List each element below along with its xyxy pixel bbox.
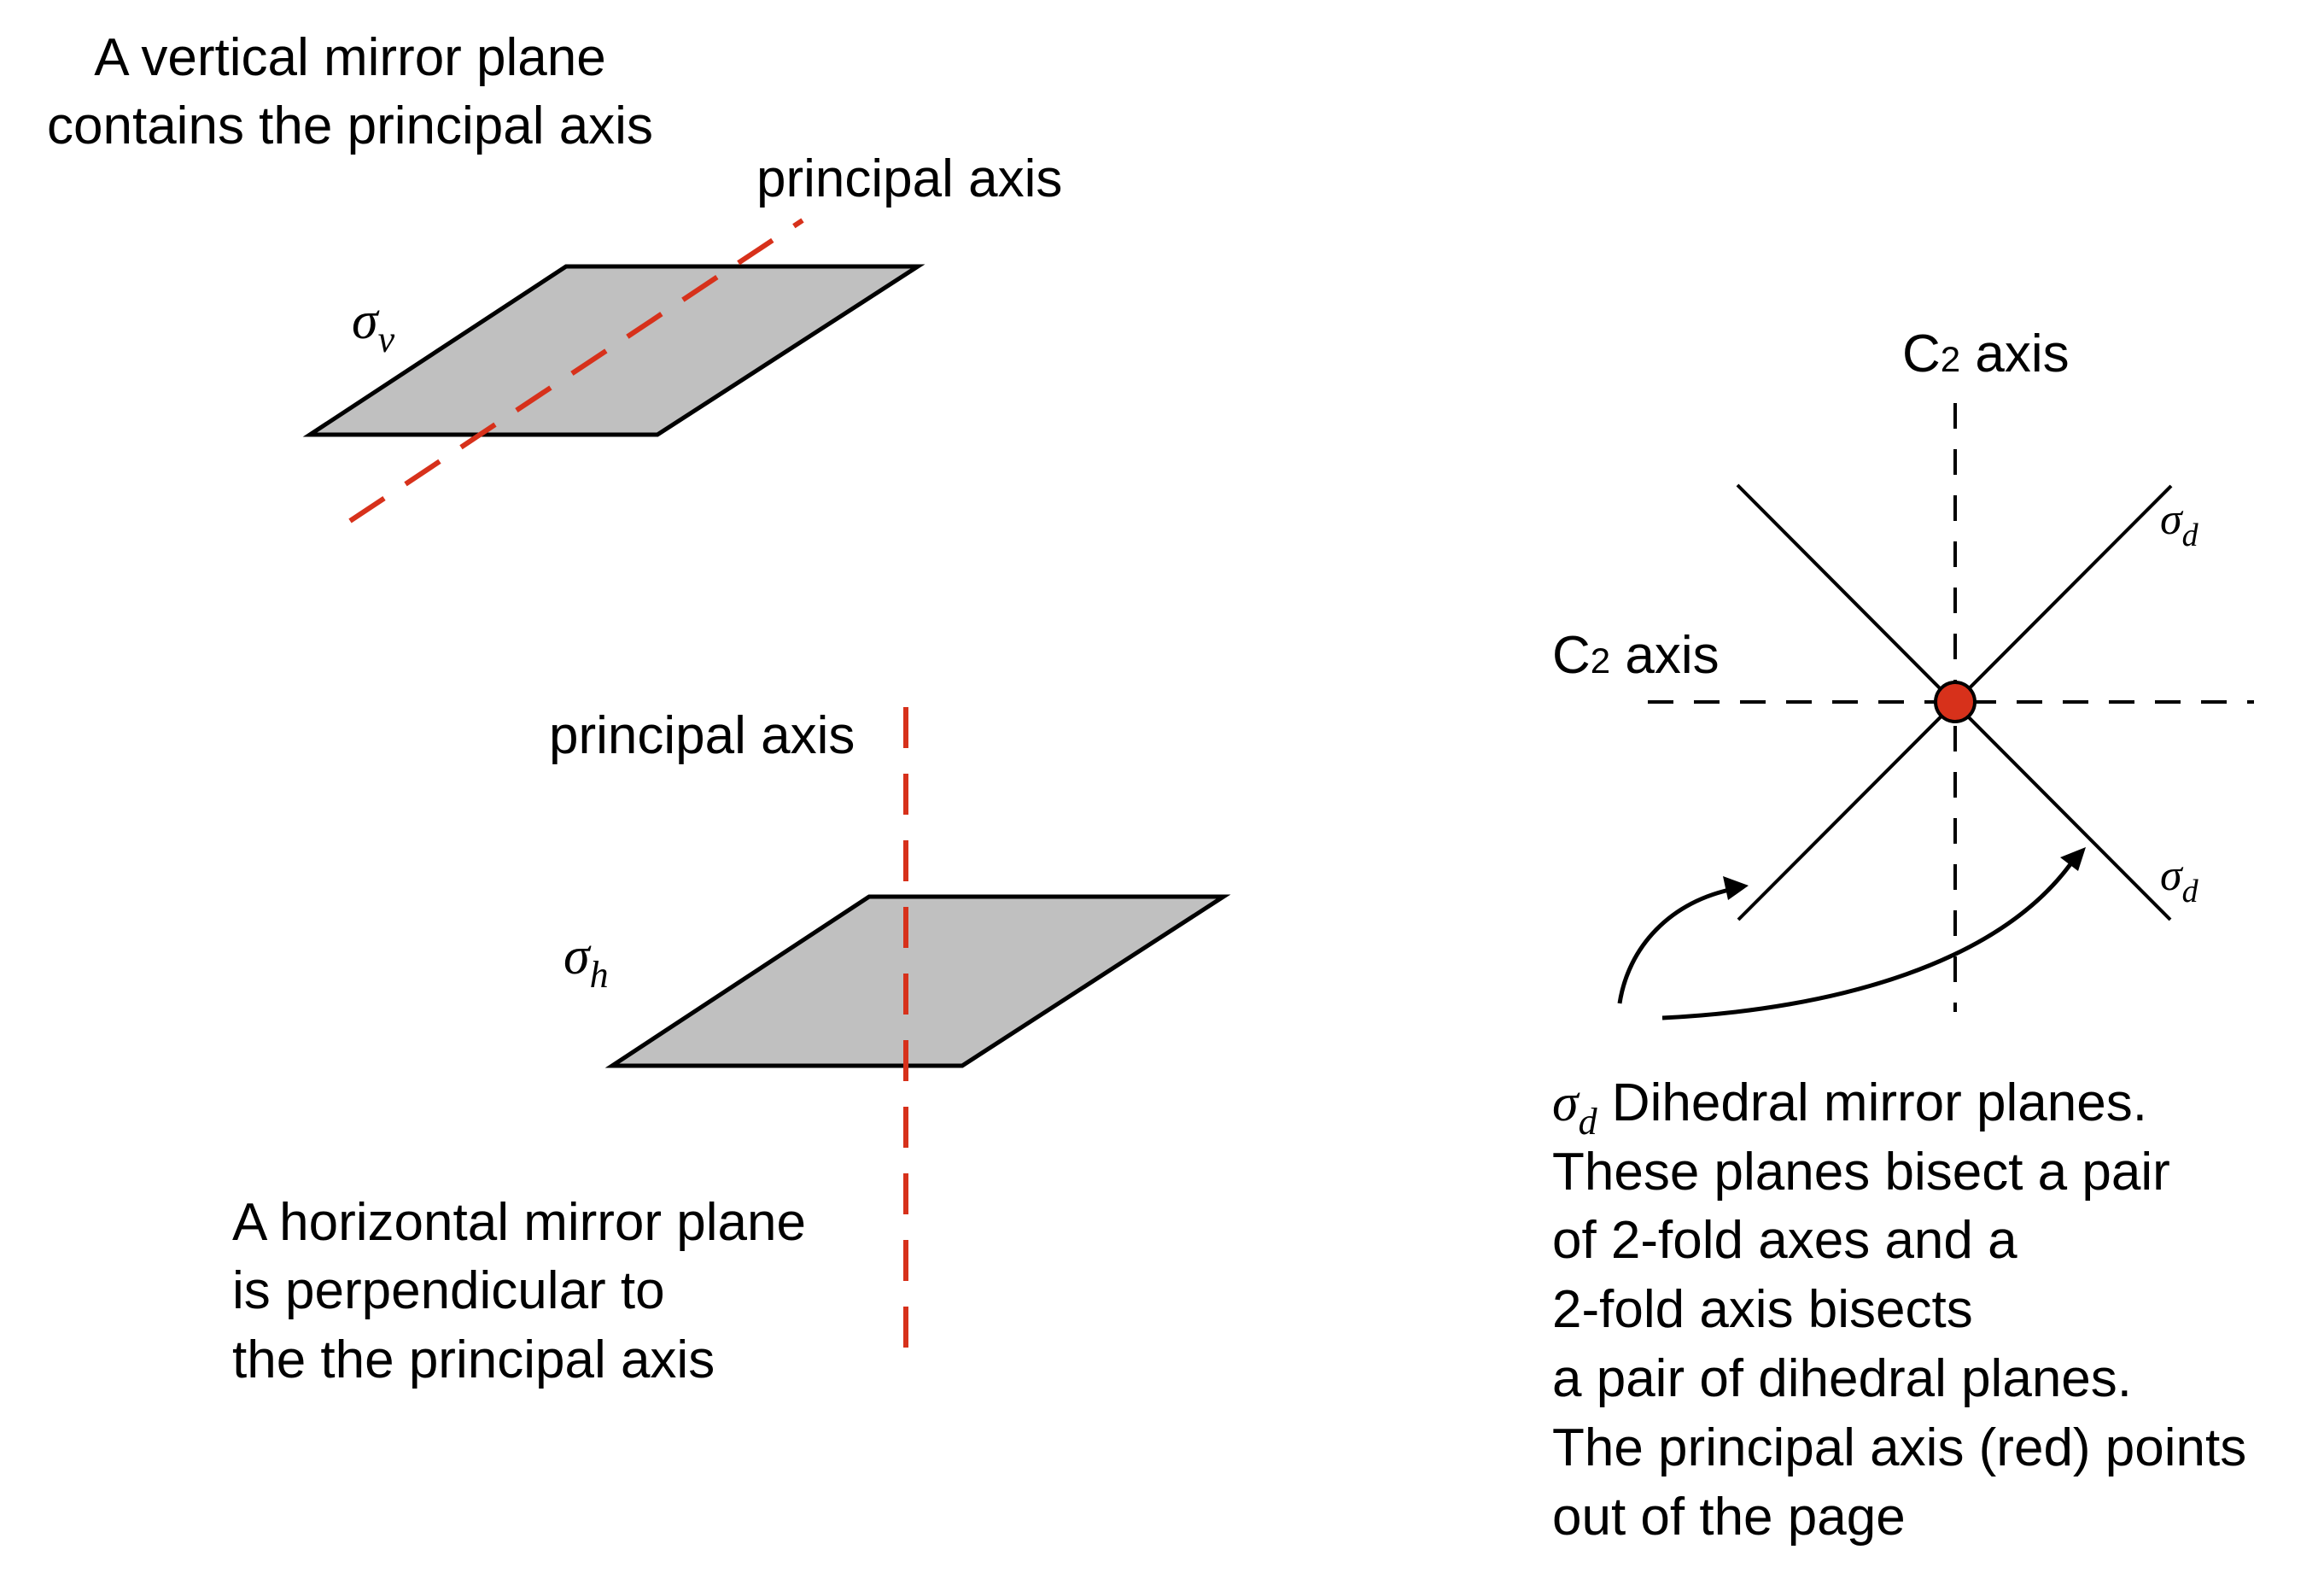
vertical-principal-axis-line: [348, 218, 804, 523]
dihedral-caption-line7: out of the page: [1552, 1488, 1906, 1547]
curved-arrow-short: [1617, 886, 1738, 1004]
horizontal-caption-line1: A horizontal mirror plane: [232, 1193, 806, 1252]
dihedral-caption-line3: of 2-fold axes and a: [1552, 1211, 2017, 1270]
vertical-principal-axis-label: principal axis: [756, 149, 1062, 208]
dihedral-caption-line2: These planes bisect a pair: [1552, 1143, 2170, 1202]
dihedral-caption-line4: 2-fold axis bisects: [1552, 1280, 1973, 1339]
sigma-d-lower-symbol: σd: [2160, 851, 2199, 909]
principal-axis-point: [1934, 681, 1977, 723]
vertical-mirror-plane: [302, 264, 926, 437]
c2-vertical-axis-label: C2 axis: [1902, 325, 2070, 383]
horizontal-caption-line3: the the principal axis: [232, 1330, 715, 1389]
sigma-h-symbol: σh: [563, 927, 609, 996]
c2-horizontal-axis-label: C2 axis: [1552, 626, 1720, 685]
vertical-caption-line1: A vertical mirror plane: [94, 28, 606, 87]
curved-arrow-short-head: [1723, 876, 1749, 900]
horizontal-caption-line2: is perpendicular to: [232, 1261, 665, 1320]
dihedral-caption-line5: a pair of dihedral planes.: [1552, 1349, 2132, 1408]
horizontal-mirror-panel: principal axis σh A horizontal mirror pl…: [232, 706, 1231, 1389]
horizontal-principal-axis-label: principal axis: [549, 706, 855, 765]
horizontal-mirror-plane: [604, 894, 1231, 1068]
dihedral-caption-line1: σd Dihedral mirror planes.: [1552, 1073, 2147, 1143]
vertical-caption-line2: contains the principal axis: [47, 96, 653, 155]
sigma-d-upper-symbol: σd: [2160, 495, 2199, 553]
curved-arrow-long-head: [2060, 847, 2086, 871]
curved-arrow-long: [1661, 857, 2077, 1020]
dihedral-caption-line6: The principal axis (red) points: [1552, 1418, 2246, 1477]
dihedral-mirror-panel: C2 axis C2 axis σd σd σd Dihedral mirror…: [1552, 325, 2254, 1547]
vertical-mirror-panel: A vertical mirror plane contains the pri…: [47, 28, 1062, 523]
sigma-v-symbol: σv: [352, 292, 395, 360]
